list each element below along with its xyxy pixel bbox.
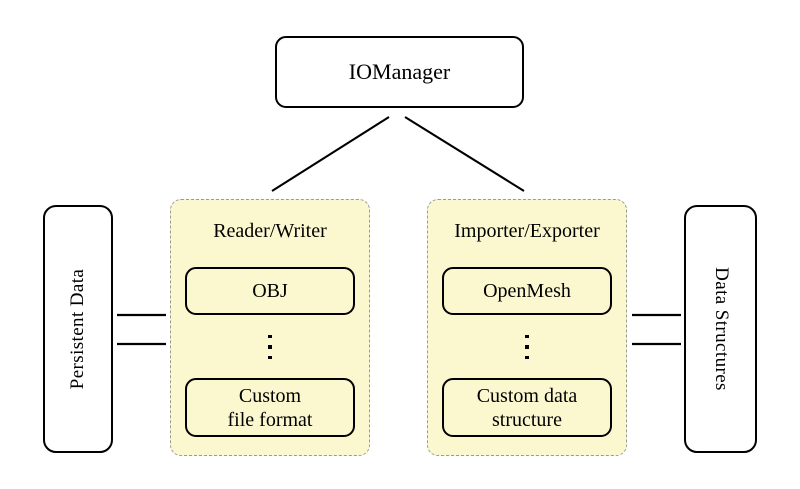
group-reader-writer-title: Reader/Writer [213,220,327,242]
connector-iomanager-importer-exporter [404,116,525,192]
node-iomanager-label: IOManager [348,59,451,85]
node-iomanager[interactable]: IOManager [275,36,524,108]
ellipsis-importer-exporter [428,324,626,370]
ellipsis-dot [268,335,272,339]
group-reader-writer[interactable]: Reader/Writer OBJ Custom file format [170,199,370,456]
node-custom-data-structure-line1: Custom data [476,384,578,407]
node-persistent-data-label: Persistent Data [67,268,88,390]
node-persistent-data[interactable]: Persistent Data [43,205,113,453]
group-importer-exporter[interactable]: Importer/Exporter OpenMesh Custom data s… [427,199,627,456]
ellipsis-dot [525,335,529,339]
node-custom-file-format-line1: Custom [238,384,302,407]
node-openmesh-label: OpenMesh [483,280,571,302]
ellipsis-dot [268,355,272,359]
node-data-structures-label: Data Structures [710,267,732,391]
node-custom-file-format-label: Custom file format [228,384,313,432]
node-custom-file-format-line2: file format [227,408,313,431]
node-custom-data-structure[interactable]: Custom data structure [442,378,612,437]
ellipsis-dot [525,345,529,349]
connector-iomanager-reader-writer [271,116,390,192]
node-data-structures[interactable]: Data Structures [684,205,757,453]
node-obj[interactable]: OBJ [185,267,355,315]
node-custom-file-format[interactable]: Custom file format [185,378,355,437]
ellipsis-dot [525,355,529,359]
node-custom-data-structure-label: Custom data structure [477,384,578,432]
ellipsis-reader-writer [171,324,369,370]
node-custom-data-structure-line2: structure [492,408,562,431]
ellipsis-dot [268,345,272,349]
group-importer-exporter-title: Importer/Exporter [454,220,600,242]
node-obj-label: OBJ [252,280,288,302]
node-openmesh[interactable]: OpenMesh [442,267,612,315]
